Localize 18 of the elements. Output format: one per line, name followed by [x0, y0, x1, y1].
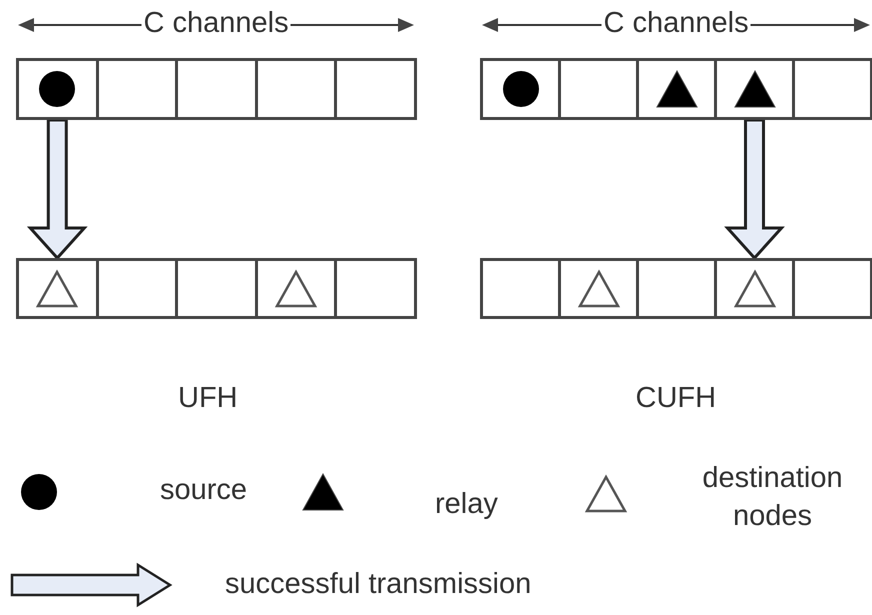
- destination-triangle: [734, 270, 776, 308]
- legend-label: relay: [435, 488, 498, 521]
- destination-triangle: [578, 270, 620, 308]
- legend-label: destination nodes: [701, 461, 844, 534]
- dimension-label: C channels: [144, 7, 289, 40]
- block-arrow: [724, 118, 785, 260]
- legend-label: successful transmission: [225, 568, 532, 601]
- source-dot: [502, 70, 540, 108]
- legend-label: source: [160, 474, 248, 507]
- destination-triangle: [275, 270, 318, 308]
- destination-triangle: [36, 270, 78, 308]
- source-dot: [38, 70, 76, 108]
- relay-triangle: [734, 70, 776, 108]
- diagram-label: UFH: [178, 382, 238, 415]
- relay-triangle: [656, 70, 698, 108]
- diagram-label: CUFH: [636, 382, 716, 415]
- block-arrow: [26, 118, 88, 260]
- dimension-label: C channels: [604, 7, 749, 40]
